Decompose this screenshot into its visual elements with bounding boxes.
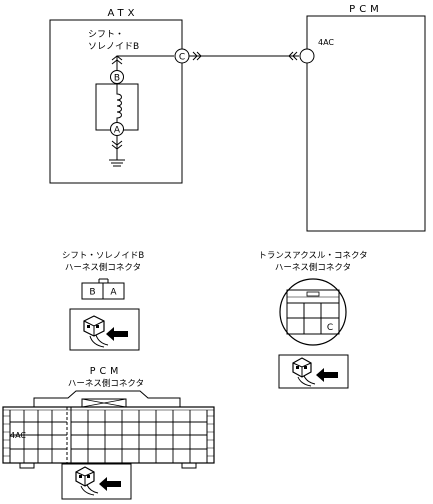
pcm-connector-chevrons — [288, 51, 298, 61]
solenoid-connector-face: B A — [81, 278, 125, 300]
pin-a-marker: A — [110, 122, 124, 136]
pcm-terminal-label: 4AC — [318, 38, 334, 47]
pcm-title: PCM — [349, 4, 383, 15]
coil-symbol — [116, 84, 122, 130]
pcm-connector-title-line1: PCM — [90, 366, 123, 377]
solenoid-wire-top — [116, 55, 174, 60]
solenoid-connector-title-line1: シフト・ソレノイドB — [62, 251, 145, 261]
pcm-terminal-marker — [299, 48, 315, 64]
solenoid-connector-pin-a: A — [110, 288, 117, 298]
connector-c-marker: C — [174, 48, 190, 64]
ground-icon — [109, 159, 125, 167]
solenoid-connector-pin-b: B — [89, 288, 95, 298]
transaxle-connector-pin-c: C — [327, 323, 333, 333]
transaxle-connector-face: C — [279, 278, 347, 346]
svg-text:B: B — [114, 74, 120, 84]
pcm-box — [306, 15, 426, 232]
pin-b-marker: B — [110, 70, 124, 84]
pcm-connector-face: 4AC — [2, 390, 215, 469]
transaxle-connector-title-line1: トランスアクスル・コネクタ — [258, 251, 367, 261]
atx-box — [49, 19, 183, 184]
atx-connector-chevrons — [192, 51, 202, 61]
solenoid-label-line2: ソレノイドB — [88, 42, 139, 52]
transaxle-connector-title-line2: ハーネス側コネクタ — [275, 262, 351, 273]
pcm-connector-title-line2: ハーネス側コネクタ — [68, 378, 144, 389]
svg-text:C: C — [179, 53, 185, 63]
pcm-connector-view-icon — [61, 463, 132, 500]
connector-view-icon — [69, 308, 140, 351]
solenoid-label-line1: シフト・ — [88, 30, 124, 40]
atx-title: ATX — [107, 8, 138, 19]
pcm-connector-terminal-4ac: 4AC — [10, 431, 26, 440]
svg-text:A: A — [114, 126, 121, 136]
pin-a-terminal-mark — [111, 140, 123, 150]
solenoid-connector-title-line2: ハーネス側コネクタ — [65, 262, 141, 273]
transaxle-connector-view-icon — [278, 354, 349, 389]
